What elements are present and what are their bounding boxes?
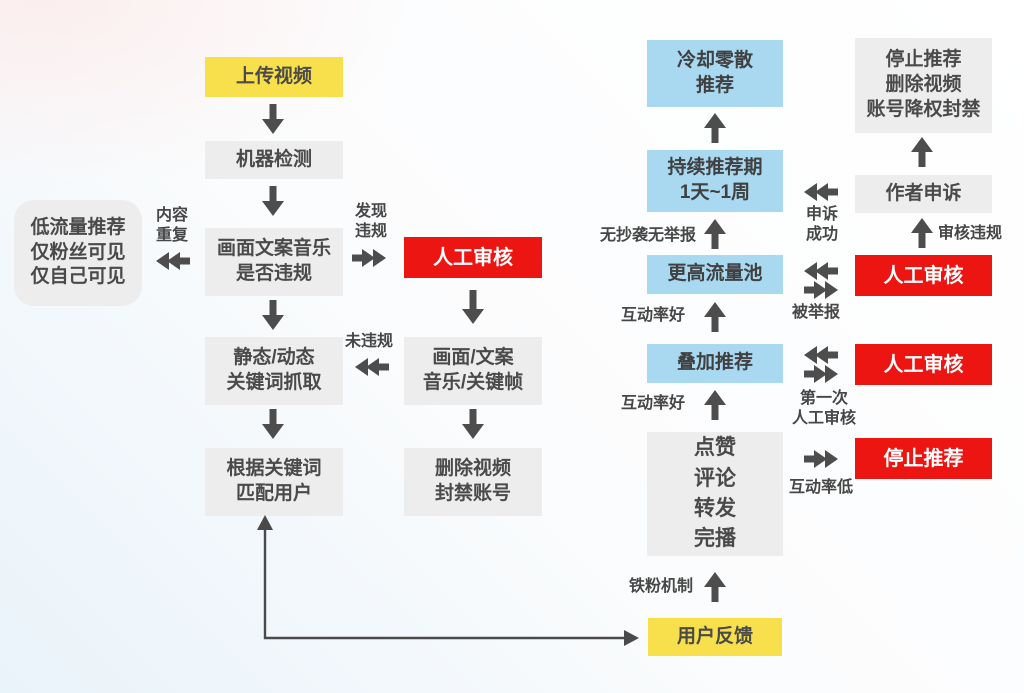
arrow-right-icon [804, 450, 838, 468]
label-no-plagiarism-no-report: 无抄袭无举报 [600, 227, 697, 244]
label-low-engagement: 互动率低 [789, 479, 854, 496]
label-no-violation: 未违规 [345, 333, 394, 350]
node-delete-video-ban-account: 删除视频 封禁账号 [404, 448, 542, 516]
node-keyword-extract: 静态/动态 关键词抓取 [205, 337, 343, 405]
label-appeal-success: 申诉 成功 [805, 206, 838, 243]
node-content-violation-check: 画面文案音乐 是否违规 [205, 228, 343, 296]
feedback-connector-arrow [253, 513, 643, 653]
arrow-up-icon [910, 218, 934, 248]
node-manual-review-3: 人工审核 [855, 344, 992, 385]
node-stop-delete-demote-ban: 停止推荐 删除视频 账号降权封禁 [855, 38, 992, 133]
node-match-users: 根据关键词 匹配用户 [205, 448, 343, 516]
label-violation-found: 发现 违规 [354, 203, 387, 240]
node-manual-review-1: 人工审核 [404, 237, 542, 278]
node-sustained-recommend-period: 持续推荐期 1天~1周 [647, 150, 783, 212]
node-stop-recommend: 停止推荐 [855, 438, 992, 479]
arrow-down-icon [461, 409, 485, 439]
arrow-up-icon [703, 113, 727, 143]
arrow-down-icon [461, 290, 485, 324]
node-upload-video: 上传视频 [205, 57, 343, 97]
node-stacked-recommend: 叠加推荐 [647, 344, 783, 383]
arrow-down-icon [261, 186, 285, 216]
arrow-right-icon [804, 281, 838, 299]
arrow-down-icon [261, 104, 285, 134]
node-machine-detect: 机器检测 [205, 141, 343, 179]
node-cooldown-scatter-recommend: 冷却零散 推荐 [647, 40, 783, 107]
node-low-traffic-recommend: 低流量推荐 仅粉丝可见 仅自己可见 [14, 200, 142, 306]
label-first-manual-review: 第一次 人工审核 [791, 390, 856, 427]
label-reported: 被举报 [792, 304, 841, 321]
node-author-appeal: 作者申诉 [855, 175, 992, 213]
node-frame-keyframe-check: 画面/文案 音乐/关键帧 [404, 337, 542, 405]
label-fan-mechanism: 铁粉机制 [629, 578, 694, 595]
arrow-up-icon [703, 572, 727, 602]
label-content-duplicate: 内容 重复 [155, 207, 188, 244]
arrow-up-icon [910, 137, 934, 167]
arrow-up-icon [703, 302, 727, 332]
node-higher-traffic-pool: 更高流量池 [647, 255, 783, 294]
arrow-left-icon [804, 183, 838, 201]
arrow-left-icon [355, 358, 389, 376]
arrow-right-icon [804, 365, 838, 383]
node-user-feedback: 用户反馈 [648, 618, 782, 656]
label-review-violation: 审核违规 [938, 225, 1003, 242]
arrow-up-icon [703, 219, 727, 249]
arrow-left-icon [156, 252, 190, 270]
label-good-engagement-2: 互动率好 [621, 395, 686, 412]
node-manual-review-2: 人工审核 [855, 255, 992, 296]
arrow-right-icon [352, 249, 386, 267]
node-engagement-metrics: 点赞 评论 转发 完播 [647, 432, 783, 556]
arrow-down-icon [261, 300, 285, 330]
arrow-left-icon [804, 346, 838, 364]
arrow-up-icon [703, 390, 727, 420]
arrow-left-icon [804, 262, 838, 280]
label-good-engagement-1: 互动率好 [621, 307, 686, 324]
arrow-down-icon [261, 409, 285, 439]
